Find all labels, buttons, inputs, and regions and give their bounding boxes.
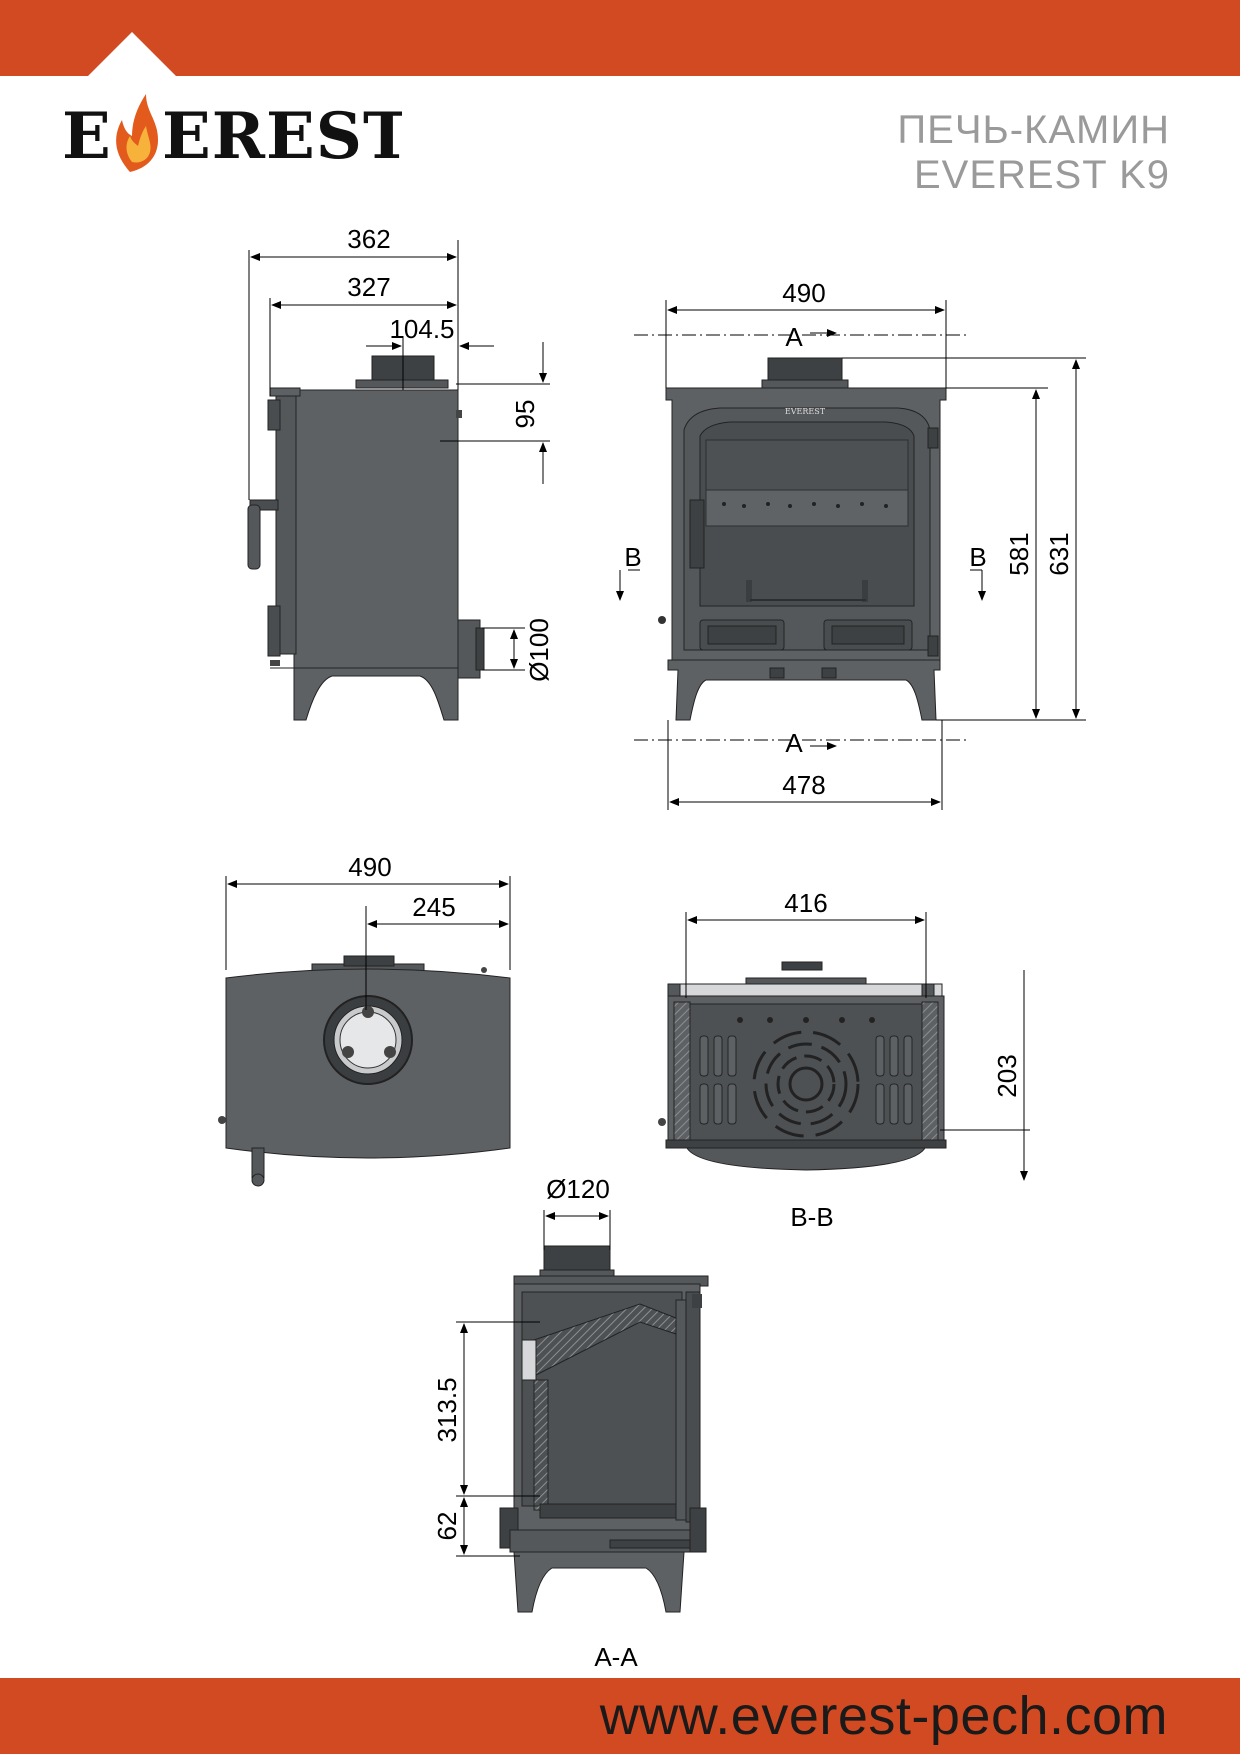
dim-aa-upper: 313.5 (432, 1377, 462, 1442)
product-title-line1: ПЕЧЬ-КАМИН (897, 108, 1170, 152)
side-door (275, 395, 297, 655)
aa-grate (539, 1503, 677, 1519)
dim-total-height: 631 (1044, 532, 1074, 575)
header-tab-notch (88, 32, 176, 76)
svg-text:EREST: EREST (162, 99, 402, 174)
dim-top-half-width: 245 (412, 892, 455, 922)
side-flue-base (355, 379, 449, 389)
svg-text:E: E (62, 99, 112, 174)
side-view-dimensions (248, 240, 550, 671)
dim-front-bottom-width: 478 (782, 770, 825, 800)
everest-logo: E EREST (62, 94, 402, 174)
section-a-bottom: A (785, 728, 803, 758)
top-view-dimensions (225, 876, 511, 1010)
bb-grate (752, 1030, 860, 1138)
dim-body-height: 581 (1004, 532, 1034, 575)
section-a-top: A (785, 322, 803, 352)
dim-rear-outlet: Ø100 (524, 618, 554, 682)
side-legs (293, 667, 459, 721)
section-b-right: B (969, 542, 986, 572)
dim-aa-flue-diameter: Ø120 (546, 1174, 610, 1204)
top-view (218, 955, 511, 1187)
product-title: ПЕЧЬ-КАМИН EVEREST K9 (897, 108, 1170, 198)
aa-legs (513, 1551, 685, 1613)
dim-depth-total: 362 (347, 224, 390, 254)
bb-firebox (689, 1003, 923, 1141)
footer-url[interactable]: www.everest-pech.com (599, 1686, 1168, 1746)
front-view-dimensions (616, 300, 1086, 810)
product-title-line2: EVEREST K9 (913, 153, 1170, 197)
bottom-accent-bar (0, 1678, 1240, 1754)
dim-top-width: 490 (348, 852, 391, 882)
section-aa-label: A-A (594, 1642, 638, 1672)
side-body (293, 389, 459, 669)
side-view (247, 355, 485, 721)
section-bb-label: B-B (790, 1202, 833, 1232)
section-bb-dimensions (685, 912, 1030, 1181)
section-bb-view (658, 961, 947, 1171)
dim-flue-offset: 104.5 (389, 314, 454, 344)
top-accent-bar (0, 0, 1240, 76)
section-aa-dimensions (456, 1210, 611, 1557)
dim-front-top-width: 490 (782, 278, 825, 308)
section-b-left: B (624, 542, 641, 572)
dim-depth-body: 327 (347, 272, 390, 302)
front-legs (667, 659, 941, 721)
dim-bb-width: 416 (784, 888, 827, 918)
aa-flue (543, 1245, 611, 1275)
dim-flue-height: 95 (510, 400, 540, 429)
front-badge: EVEREST (785, 407, 826, 416)
dim-bb-height: 203 (992, 1054, 1022, 1097)
dim-aa-lower: 62 (432, 1512, 462, 1541)
front-view: EVEREST (658, 357, 947, 721)
section-aa-view (499, 1245, 709, 1613)
